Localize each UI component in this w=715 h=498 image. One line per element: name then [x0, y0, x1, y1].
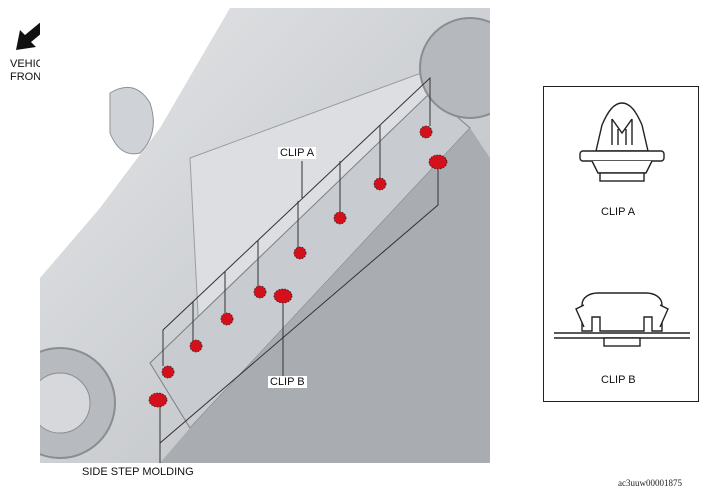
clip-a-marker [293, 246, 307, 260]
clip-b-marker [148, 392, 168, 408]
clip-a-callout: CLIP A [278, 147, 317, 159]
clip-a-marker [220, 312, 234, 326]
clip-b-marker [273, 288, 293, 304]
clip-b-detail-label: CLIP B [601, 374, 636, 386]
clip-b-detail-icon [554, 292, 690, 347]
vehicle-front-line-2: FRONT [10, 71, 48, 83]
rear-wheel [419, 17, 490, 119]
reference-code: ac3uuw00001875 [618, 478, 682, 488]
clip-a-marker [419, 125, 433, 139]
underbody [160, 128, 490, 463]
clip-a-marker [373, 177, 387, 191]
clip-a-detail-icon [579, 102, 665, 182]
clip-b-markers [148, 154, 448, 408]
clip-a-detail-label: CLIP A [601, 206, 636, 218]
side-step-molding-label: SIDE STEP MOLDING [82, 466, 194, 478]
clip-detail-panel: CLIP A CLIP B [543, 86, 699, 402]
clip-a-marker [161, 365, 175, 379]
vehicle-side-illustration [40, 8, 490, 463]
clip-a-marker [189, 339, 203, 353]
clip-b-callout: CLIP B [268, 376, 307, 388]
clip-b-marker [428, 154, 448, 170]
clip-a-markers [161, 125, 433, 379]
clip-a-leaders [162, 76, 431, 366]
clip-a-marker [333, 211, 347, 225]
clip-b-leaders [159, 168, 439, 445]
clip-a-marker [253, 285, 267, 299]
side-mirror [109, 86, 154, 155]
